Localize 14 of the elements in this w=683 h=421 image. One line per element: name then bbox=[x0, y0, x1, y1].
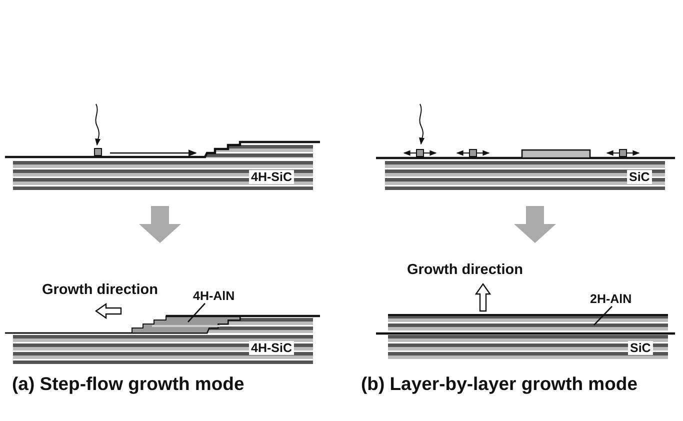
leader-line bbox=[594, 306, 612, 326]
layer-label: SiC bbox=[628, 341, 653, 356]
panel-caption: (a) Step-flow growth mode bbox=[12, 373, 244, 394]
direction-label: Growth direction bbox=[42, 282, 158, 299]
aln-layer bbox=[388, 314, 668, 330]
panel-caption: (b) Layer-by-layer growth mode bbox=[361, 373, 638, 394]
direction-label: Growth direction bbox=[407, 262, 523, 279]
layer-label: 4H-SiC bbox=[249, 170, 294, 184]
layer-label: 4H-SiC bbox=[249, 341, 294, 356]
layer-label: 4H-AlN bbox=[193, 289, 235, 304]
layer-label: 2H-AlN bbox=[590, 292, 632, 306]
leader-line bbox=[188, 302, 206, 322]
layer-label: SiC bbox=[627, 170, 652, 184]
aln-layer bbox=[132, 314, 320, 334]
